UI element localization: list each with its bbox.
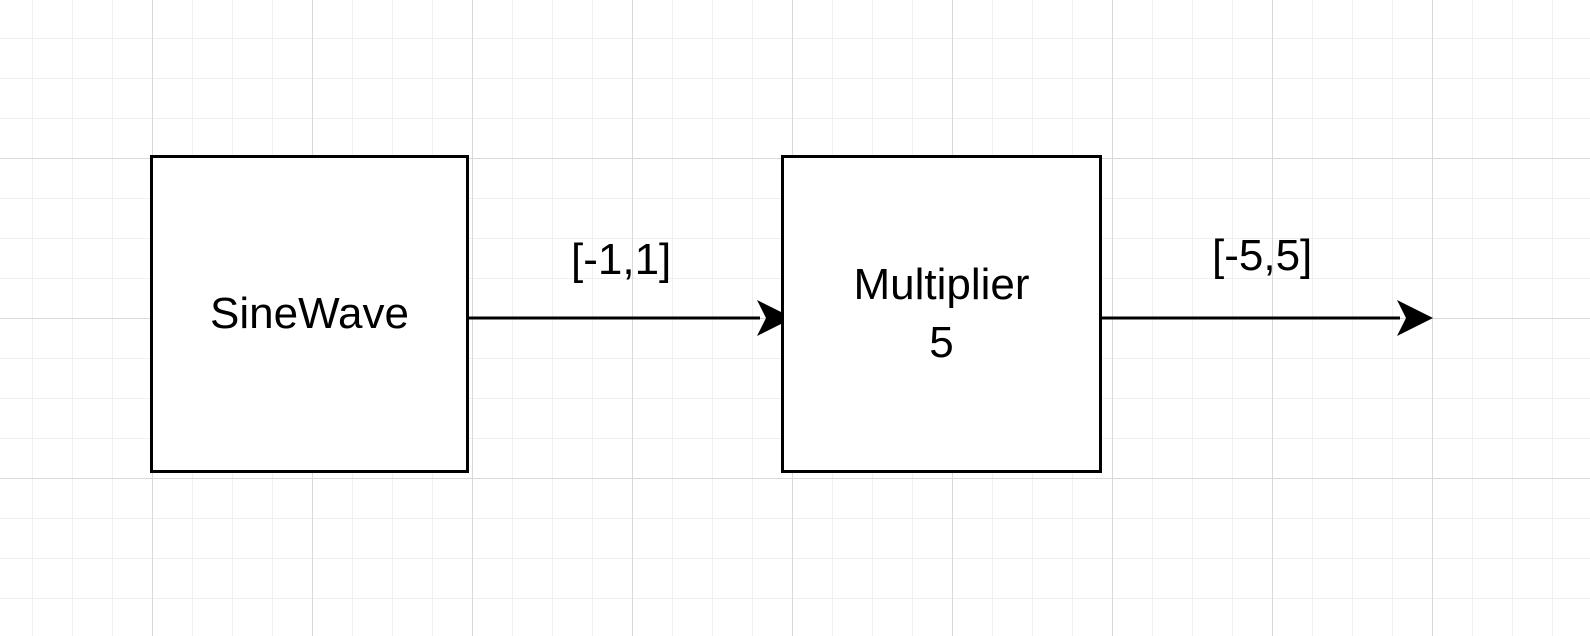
multiplier-block[interactable]: Multiplier 5 bbox=[781, 155, 1102, 473]
signal-range-label-output: [-5,5] bbox=[1212, 231, 1313, 280]
connector-sinewave-to-multiplier[interactable] bbox=[469, 300, 793, 336]
sinewave-block[interactable]: SineWave bbox=[150, 155, 469, 473]
multiplier-factor: 5 bbox=[929, 318, 954, 367]
arrowhead-icon bbox=[757, 300, 793, 336]
signal-range-label-input: [-1,1] bbox=[571, 235, 672, 284]
multiplier-block-label: Multiplier bbox=[853, 260, 1030, 309]
connector-multiplier-to-output[interactable] bbox=[1102, 300, 1433, 336]
arrowhead-icon bbox=[1397, 300, 1433, 336]
sinewave-block-label: SineWave bbox=[210, 289, 409, 338]
